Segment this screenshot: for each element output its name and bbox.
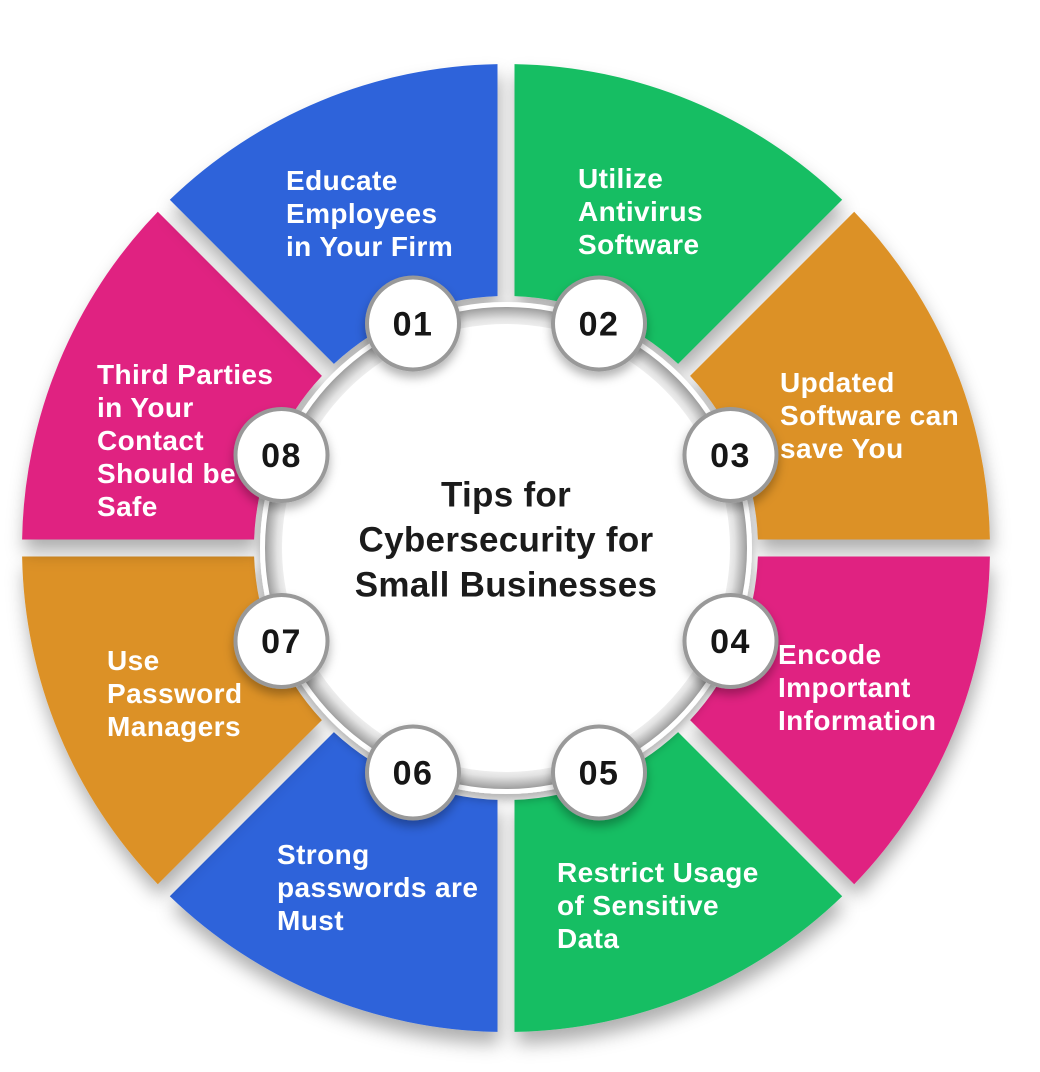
segment-label-line: of Sensitive: [557, 890, 719, 921]
segment-label-line: in Your: [97, 392, 194, 423]
badge-number: 04: [710, 623, 751, 661]
badge-number: 05: [579, 755, 620, 793]
segment-label-line: Antivirus: [578, 196, 703, 227]
segment-label-line: Should be: [97, 458, 236, 489]
badge-number: 07: [261, 623, 302, 661]
segment-label-line: Contact: [97, 425, 205, 456]
segment-label-line: Educate: [286, 165, 398, 196]
badge-03: 03: [682, 407, 779, 503]
segment-label-line: Managers: [107, 711, 241, 742]
segment-label-line: Password: [107, 678, 243, 709]
segment-label-line: Software: [578, 229, 700, 260]
badge-number: 03: [710, 437, 751, 475]
badge-number: 01: [393, 306, 434, 344]
badge-circle: [682, 593, 779, 689]
number-badges: 02 03 04 05 06 07 08 01: [233, 275, 779, 821]
segment-label-line: passwords are: [277, 872, 479, 903]
segment-label-line: Restrict Usage: [557, 857, 759, 888]
segment-label-line: Encode: [778, 639, 882, 670]
segment-label-line: Safe: [97, 491, 158, 522]
badge-circle: [365, 724, 461, 821]
segment-label-line: Utilize: [578, 163, 664, 194]
badge-04: 04: [682, 593, 779, 689]
wheel-hub: [260, 302, 752, 794]
segment-label-line: Employees: [286, 198, 438, 229]
badge-01: 01: [365, 275, 461, 372]
segment-label-line: save You: [780, 433, 904, 464]
badge-circle: [551, 275, 647, 372]
segment-label-line: Use: [107, 645, 160, 676]
badge-circle: [682, 407, 779, 503]
badge-number: 06: [393, 755, 434, 793]
center-title-line: Cybersecurity for: [358, 520, 654, 560]
center-title-line: Tips for: [440, 475, 572, 515]
badge-number: 02: [579, 306, 620, 344]
center-title: Tips for Cybersecurity for Small Busines…: [276, 473, 736, 608]
segment-label-line: Data: [557, 923, 620, 954]
segment-label-line: Information: [778, 705, 937, 736]
segment-label-line: Important: [778, 672, 911, 703]
badge-circle: [551, 724, 647, 821]
segment-label-line: in Your Firm: [286, 231, 454, 262]
badge-05: 05: [551, 724, 647, 821]
badge-circle: [233, 593, 330, 689]
badge-08: 08: [233, 407, 330, 503]
segment-label-line: Must: [277, 905, 344, 936]
badge-06: 06: [365, 724, 461, 821]
badge-circle: [365, 275, 461, 372]
center-title-line: Small Businesses: [354, 565, 658, 605]
segment-label-line: Strong: [277, 839, 370, 870]
badge-07: 07: [233, 593, 330, 689]
segment-label-line: Software can: [780, 400, 960, 431]
badge-02: 02: [551, 275, 647, 372]
segment-label-line: Updated: [780, 367, 895, 398]
hub-inner-disc: [282, 324, 730, 772]
badge-number: 08: [261, 437, 302, 475]
badge-circle: [233, 407, 330, 503]
segment-label-line: Third Parties: [97, 359, 274, 390]
